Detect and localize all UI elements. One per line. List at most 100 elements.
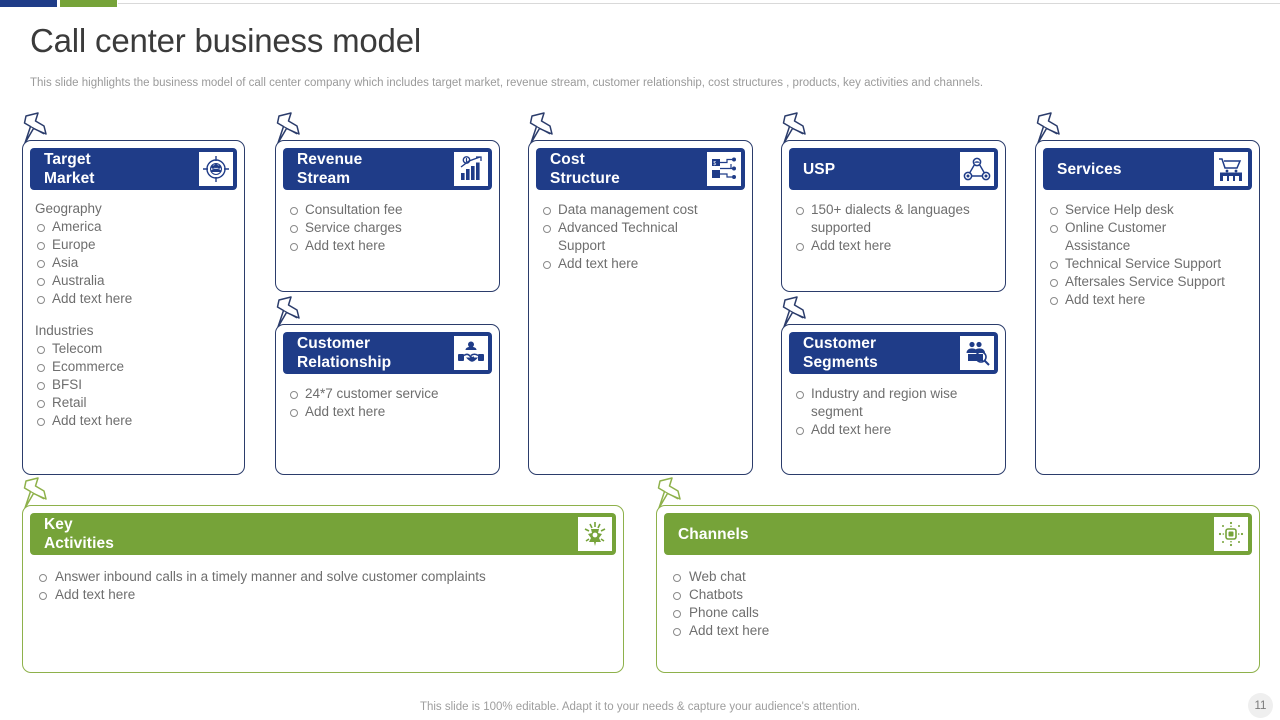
accent-bar-navy — [0, 0, 57, 7]
pushpin-icon-cost-structure — [528, 112, 558, 146]
broadcast-icon — [1214, 517, 1248, 551]
gears-puzzle-icon — [578, 517, 612, 551]
pushpin-icon-channels — [656, 477, 686, 511]
card-title-customer-relationship: Customer Relationship — [297, 335, 392, 371]
list-item[interactable]: Europe — [23, 236, 218, 254]
list-item[interactable]: Add text here — [276, 403, 473, 421]
network-nodes-icon — [960, 152, 994, 186]
list-item[interactable]: Service Help desk — [1036, 201, 1233, 219]
list-item[interactable]: Consultation fee — [276, 201, 473, 219]
group-label-target-market-1: Industries — [35, 323, 94, 338]
list-item[interactable]: Australia — [23, 272, 218, 290]
card-title-customer-segments: Customer Segments — [803, 335, 878, 371]
pushpin-icon-revenue-stream — [275, 112, 305, 146]
group-label-target-market-0: Geography — [35, 201, 102, 216]
handshake-icon — [454, 336, 488, 370]
pushpin-icon-usp — [781, 112, 811, 146]
card-body-key-activities: Answer inbound calls in a timely manner … — [23, 568, 623, 604]
list-item[interactable]: Add text here — [23, 290, 218, 308]
group-spacer — [23, 308, 244, 323]
list-item[interactable]: Data management cost — [529, 201, 726, 219]
list-item[interactable]: Online Customer Assistance — [1036, 219, 1233, 255]
card-title-target-market: Target Market — [44, 151, 95, 187]
pushpin-icon-target-market — [22, 112, 52, 146]
cost-network-icon: $ — [707, 152, 741, 186]
list-item[interactable]: Add text here — [1036, 291, 1233, 309]
list-item[interactable]: Industry and region wise segment — [782, 385, 979, 421]
list-item[interactable]: America — [23, 218, 218, 236]
card-header-key-activities: Key Activities — [30, 513, 616, 555]
page-title: Call center business model — [30, 22, 421, 59]
list-item[interactable]: Retail — [23, 394, 218, 412]
svg-text:$: $ — [713, 161, 716, 167]
card-header-services: Services — [1043, 148, 1252, 190]
card-header-target-market: Target Market — [30, 148, 237, 190]
list-item[interactable]: Technical Service Support — [1036, 255, 1233, 273]
list-item[interactable]: BFSI — [23, 376, 218, 394]
card-header-cost-structure: Cost Structure$ — [536, 148, 745, 190]
card-header-revenue-stream: Revenue Stream — [283, 148, 492, 190]
revenue-growth-icon — [454, 152, 488, 186]
page-subtitle: This slide highlights the business model… — [30, 77, 984, 89]
list-item[interactable]: Service charges — [276, 219, 473, 237]
list-item[interactable]: Asia — [23, 254, 218, 272]
pushpin-icon-customer-relationship — [275, 296, 305, 330]
list-item[interactable]: 24*7 customer service — [276, 385, 473, 403]
list-item[interactable]: Answer inbound calls in a timely manner … — [23, 568, 597, 586]
list-item[interactable]: Add text here — [23, 586, 597, 604]
list-item[interactable]: Add text here — [276, 237, 473, 255]
card-title-services: Services — [1057, 160, 1122, 178]
list-item[interactable]: Ecommerce — [23, 358, 218, 376]
list-item[interactable]: Web chat — [657, 568, 1233, 586]
pushpin-icon-customer-segments — [781, 296, 811, 330]
list-item[interactable]: Add text here — [782, 421, 979, 439]
list-item[interactable]: Add text here — [23, 412, 218, 430]
card-title-key-activities: Key Activities — [44, 516, 114, 552]
pushpin-icon-services — [1035, 112, 1065, 146]
list-item[interactable]: Telecom — [23, 340, 218, 358]
bullet-list-key-activities-0: Answer inbound calls in a timely manner … — [23, 568, 597, 604]
card-customer-relationship[interactable]: Customer Relationship 24*7 customer servi… — [275, 324, 500, 475]
card-header-usp: USP — [789, 148, 998, 190]
list-item[interactable]: Chatbots — [657, 586, 1233, 604]
audience-search-icon — [960, 336, 994, 370]
list-item[interactable]: Add text here — [529, 255, 726, 273]
page-number-badge: 11 — [1248, 693, 1273, 718]
store-cart-icon — [1214, 152, 1248, 186]
card-title-revenue-stream: Revenue Stream — [297, 151, 363, 187]
card-header-customer-relationship: Customer Relationship — [283, 332, 492, 374]
list-item[interactable]: 150+ dialects & languages supported — [782, 201, 979, 237]
target-audience-icon — [199, 152, 233, 186]
card-title-channels: Channels — [678, 525, 749, 543]
list-item[interactable]: Add text here — [657, 622, 1233, 640]
list-item[interactable]: Phone calls — [657, 604, 1233, 622]
list-item[interactable]: Advanced Technical Support — [529, 219, 726, 255]
list-item[interactable]: Add text here — [782, 237, 979, 255]
list-item[interactable]: Aftersales Service Support — [1036, 273, 1233, 291]
card-header-channels: Channels — [664, 513, 1252, 555]
